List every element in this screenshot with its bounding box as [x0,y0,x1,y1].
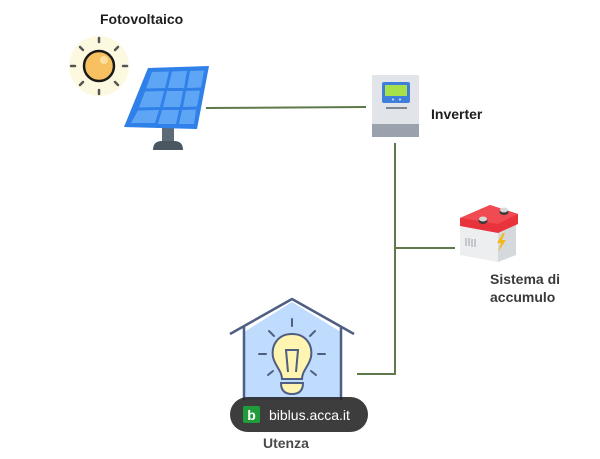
storage-label: Sistema di accumulo [490,270,560,306]
battery-icon [460,205,518,262]
inverter-label: Inverter [431,106,483,122]
solar-panel-icon [124,66,209,150]
sun-icon [69,36,129,96]
watermark-badge[interactable]: b biblus.acca.it [230,397,368,432]
storage-label-line1: Sistema di [490,271,561,287]
load-label: Utenza [263,435,309,451]
edge-pv-inverter [205,106,367,109]
storage-label-line2: accumulo [490,289,556,305]
connectors [205,106,455,375]
pv-label: Fotovoltaico [100,11,184,27]
house-lightbulb-icon [229,297,355,400]
watermark-text: biblus.acca.it [269,406,350,423]
biblus-logo-icon: b [243,406,260,423]
inverter-icon [372,75,419,137]
